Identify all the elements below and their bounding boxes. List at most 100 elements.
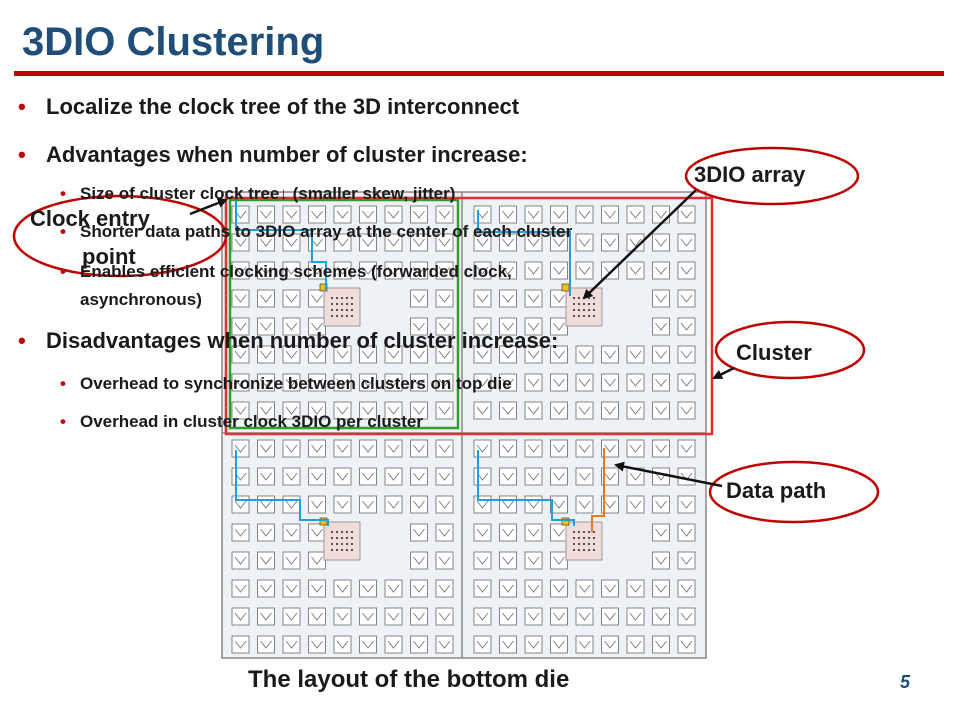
- pad-cell: [601, 401, 619, 420]
- pad-cell-glyph: [629, 406, 642, 415]
- pad-cell-glyph: [680, 556, 693, 565]
- pad-cell: [410, 289, 428, 308]
- pad-cell: [499, 373, 517, 392]
- pad-cell-glyph: [260, 406, 272, 415]
- pad-cell: [410, 467, 428, 486]
- pad-cell-glyph: [387, 210, 400, 219]
- pad-cell: [677, 261, 696, 280]
- array-bump: [335, 530, 339, 534]
- pad-cell-glyph: [438, 378, 451, 387]
- pad-cell: [257, 233, 275, 252]
- pad-cell: [333, 635, 352, 654]
- pad-cell: [359, 401, 377, 420]
- pad-cells: [231, 205, 696, 654]
- array-bump: [330, 308, 334, 312]
- pad-cell-glyph: [311, 210, 323, 219]
- pad-cell-glyph: [387, 584, 400, 593]
- pad-cell: [499, 523, 517, 542]
- pad-cell: [550, 261, 568, 280]
- pad-cell: [677, 523, 696, 542]
- pad-cell: [626, 439, 645, 458]
- pad-cell-glyph: [234, 238, 247, 247]
- pad-cell-glyph: [655, 584, 667, 593]
- pad-cell-glyph: [387, 238, 400, 247]
- array-bump: [335, 296, 339, 300]
- pad-cell-glyph: [438, 640, 451, 649]
- pad-cell: [384, 439, 403, 458]
- pad-cell: [677, 233, 696, 252]
- pad-cell-glyph: [476, 528, 489, 537]
- pad-cell: [282, 205, 301, 224]
- pad-cell: [677, 635, 696, 654]
- array-bump: [350, 308, 354, 312]
- pad-cell-glyph: [476, 612, 489, 621]
- pad-cell: [410, 495, 428, 514]
- pad-cell: [575, 439, 594, 458]
- pad-cell-glyph: [285, 444, 298, 453]
- pad-cell: [677, 495, 696, 514]
- pad-cell: [550, 317, 568, 336]
- pad-cell-glyph: [438, 528, 451, 537]
- array-bump: [340, 530, 344, 534]
- pad-cell-glyph: [438, 210, 451, 219]
- array-bump: [572, 530, 576, 534]
- pad-cell-glyph: [387, 266, 400, 275]
- pad-cell-glyph: [553, 378, 565, 387]
- pad-cell-glyph: [629, 584, 642, 593]
- array-bump: [350, 542, 354, 546]
- data-paths: [235, 200, 605, 532]
- pad-cell: [435, 401, 454, 420]
- pad-cell-glyph: [387, 500, 400, 509]
- pad-cell-glyph: [655, 322, 667, 331]
- pad-cell-glyph: [336, 584, 349, 593]
- array-bump: [335, 314, 339, 318]
- pad-cell: [359, 345, 377, 364]
- pad-cell: [677, 607, 696, 626]
- pad-cell-glyph: [285, 378, 298, 387]
- clock-entry-pad: [561, 517, 570, 526]
- pad-cell: [550, 495, 568, 514]
- pad-cell-glyph: [260, 500, 272, 509]
- pad-cell-glyph: [553, 556, 565, 565]
- pad-cell-glyph: [502, 500, 514, 509]
- pad-cell: [575, 579, 594, 598]
- array-bump: [592, 548, 596, 552]
- pad-cell: [550, 373, 568, 392]
- pad-cell-glyph: [438, 472, 451, 481]
- pad-cell-glyph: [260, 210, 272, 219]
- array-bump: [572, 314, 576, 318]
- pad-cell: [308, 401, 326, 420]
- pad-cell: [282, 635, 301, 654]
- pad-cell-glyph: [413, 210, 425, 219]
- pad-cell: [524, 635, 543, 654]
- pad-cell: [333, 373, 352, 392]
- 3dio-array-label: 3DIO array: [694, 162, 806, 187]
- pad-cell: [626, 401, 645, 420]
- array-bump: [350, 314, 354, 318]
- pad-cell-glyph: [476, 556, 489, 565]
- pad-cell-glyph: [578, 472, 591, 481]
- array-bump: [340, 314, 344, 318]
- pad-cell-glyph: [527, 350, 540, 359]
- pad-cell-glyph: [311, 294, 323, 303]
- pad-cell-glyph: [285, 612, 298, 621]
- pad-cell-glyph: [680, 406, 693, 415]
- pad-cell-glyph: [604, 406, 616, 415]
- pad-cell: [308, 635, 326, 654]
- pad-cell-glyph: [260, 528, 272, 537]
- pad-cell: [575, 401, 594, 420]
- pad-cell-glyph: [234, 294, 247, 303]
- pad-cell: [524, 579, 543, 598]
- pad-cell-glyph: [527, 472, 540, 481]
- pad-cell: [677, 401, 696, 420]
- pad-cell-glyph: [387, 472, 400, 481]
- pad-cell: [652, 523, 670, 542]
- pad-cell: [410, 205, 428, 224]
- pad-cell-glyph: [234, 350, 247, 359]
- pad-cell: [575, 635, 594, 654]
- pad-cell-glyph: [680, 584, 693, 593]
- pad-cell: [231, 439, 250, 458]
- pad-cell: [473, 373, 492, 392]
- pad-cell-glyph: [336, 266, 349, 275]
- array-bump: [330, 314, 334, 318]
